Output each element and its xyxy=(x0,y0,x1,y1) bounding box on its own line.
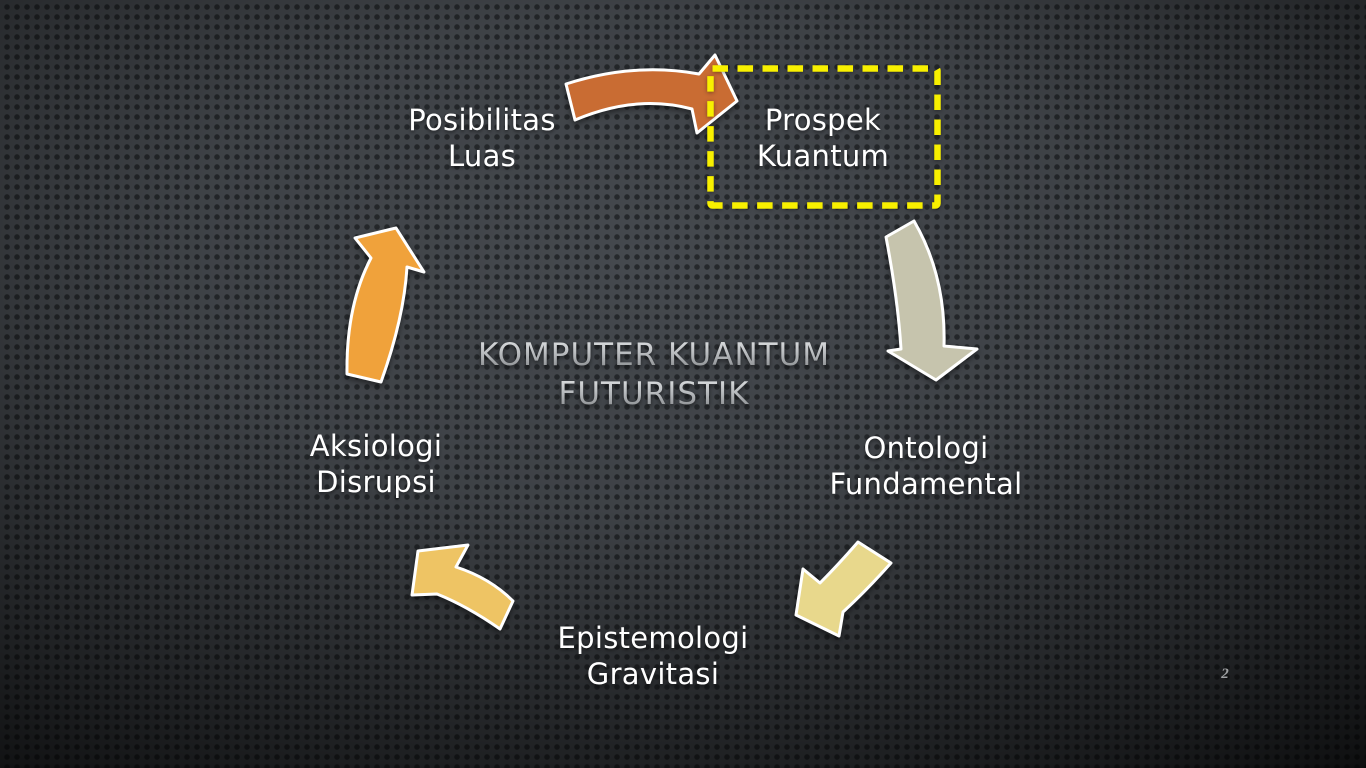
node-label-line: Kuantum xyxy=(756,139,890,173)
node-label-line: Fundamental xyxy=(829,467,1023,501)
arrow-prospek-to-ontologi-icon xyxy=(884,219,979,382)
arrow-posibilitas-to-prospek-icon xyxy=(564,53,739,135)
node-label-line: Posibilitas xyxy=(408,103,556,137)
highlight-box-prospek[interactable] xyxy=(707,65,941,209)
slide-page-number: 2 xyxy=(1221,666,1229,682)
arrow-aksiologi-to-posibilitas-icon xyxy=(345,226,426,384)
node-label-line: Epistemologi xyxy=(557,621,749,655)
cycle-node-prospek-kuantum[interactable]: Prospek Kuantum xyxy=(673,102,973,174)
node-label-line: Gravitasi xyxy=(586,657,720,691)
node-label-line: Aksiologi xyxy=(309,429,443,463)
cycle-node-epistemologi-gravitasi[interactable]: Epistemologi Gravitasi xyxy=(503,620,803,692)
arrow-ontologi-to-epistemologi-icon xyxy=(794,540,893,638)
title-line-2: FUTURISTIK xyxy=(454,375,854,414)
node-label-line: Ontologi xyxy=(863,431,989,465)
node-label-line: Prospek xyxy=(764,103,882,137)
cycle-node-posibilitas-luas[interactable]: Posibilitas Luas xyxy=(332,102,632,174)
arrow-epistemologi-to-aksiologi-icon xyxy=(410,543,515,631)
diagram-center-title: KOMPUTER KUANTUM FUTURISTIK xyxy=(454,336,854,414)
node-label-line: Disrupsi xyxy=(316,465,436,499)
title-line-1: KOMPUTER KUANTUM xyxy=(454,336,854,375)
node-label-line: Luas xyxy=(447,139,517,173)
cycle-node-aksiologi-disrupsi[interactable]: Aksiologi Disrupsi xyxy=(226,428,526,500)
cycle-node-ontologi-fundamental[interactable]: Ontologi Fundamental xyxy=(776,430,1076,502)
